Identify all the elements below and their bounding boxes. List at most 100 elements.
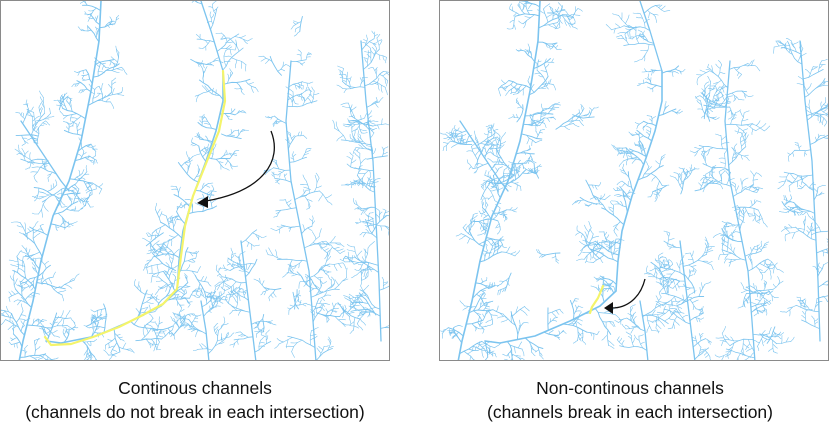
tributary-stream	[658, 108, 677, 117]
tributary-stream	[737, 357, 739, 360]
tributary-stream	[672, 243, 675, 248]
tributary-stream	[41, 276, 54, 284]
tributary-stream	[217, 266, 221, 273]
tributary-stream	[704, 156, 706, 162]
tributary-stream	[72, 121, 75, 127]
tributary-stream	[376, 124, 380, 130]
tributary-stream	[798, 176, 803, 178]
tributary-stream	[217, 274, 221, 277]
tributary-stream	[357, 310, 362, 318]
tributary-stream	[311, 305, 316, 307]
tributary-stream	[158, 248, 167, 253]
tributary-stream	[703, 94, 711, 120]
tributary-stream	[116, 48, 119, 58]
tributary-stream	[504, 81, 514, 90]
tributary-stream	[494, 200, 502, 204]
tributary-stream	[113, 327, 121, 353]
tributary-stream	[494, 167, 498, 172]
tributary-stream	[808, 181, 815, 189]
tributary-stream	[475, 167, 479, 174]
tributary-stream	[637, 145, 641, 148]
tributary-stream	[1, 319, 6, 326]
tributary-stream	[622, 163, 625, 169]
tributary-stream	[699, 332, 704, 337]
tributary-stream	[613, 221, 621, 232]
tributary-stream	[740, 112, 745, 126]
tributary-stream	[620, 200, 624, 207]
tributary-stream	[365, 145, 373, 147]
main-stream	[360, 40, 382, 342]
tributary-stream	[263, 287, 268, 291]
tributary-stream	[728, 178, 735, 182]
tributary-stream	[144, 293, 152, 296]
tributary-stream	[636, 16, 643, 19]
tributary-stream	[20, 112, 23, 116]
tributary-stream	[155, 322, 159, 328]
tributary-stream	[714, 117, 720, 120]
tributary-stream	[494, 343, 501, 349]
tributary-stream	[351, 128, 358, 133]
tributary-stream	[68, 196, 72, 199]
tributary-stream	[504, 358, 509, 360]
tributary-stream	[195, 251, 197, 259]
tributary-stream	[38, 106, 42, 118]
tributary-stream	[138, 285, 142, 293]
tributary-stream	[705, 178, 714, 183]
tributary-stream	[64, 330, 68, 333]
tributary-stream	[658, 4, 663, 8]
tributary-stream	[719, 86, 729, 88]
tributary-stream	[736, 210, 740, 217]
tributary-stream	[106, 92, 122, 97]
tributary-stream	[502, 211, 507, 219]
tributary-stream	[306, 199, 313, 202]
tributary-stream	[302, 94, 312, 107]
tributary-stream	[655, 296, 662, 309]
tributary-stream	[223, 167, 230, 171]
tributary-stream	[21, 303, 24, 312]
tributary-stream	[466, 238, 471, 244]
tributary-stream	[386, 80, 388, 87]
tributary-stream	[738, 153, 748, 158]
tributary-stream	[761, 292, 763, 297]
tributary-stream	[213, 322, 219, 328]
tributary-stream	[668, 238, 675, 241]
tributary-stream	[288, 95, 294, 102]
tributary-stream	[552, 116, 556, 120]
tributary-stream	[34, 338, 41, 341]
tributary-stream	[260, 58, 267, 62]
tributary-stream	[555, 22, 560, 29]
tributary-stream	[459, 235, 467, 240]
tributary-stream	[81, 29, 92, 32]
tributary-stream	[362, 232, 373, 235]
tributary-stream	[487, 300, 494, 304]
tributary-stream	[104, 20, 112, 28]
tributary-stream	[468, 134, 473, 137]
tributary-stream	[705, 177, 711, 182]
tributary-stream	[288, 202, 292, 207]
tributary-stream	[362, 221, 377, 225]
tributary-stream	[527, 75, 530, 82]
tributary-stream	[190, 313, 195, 316]
tributary-stream	[474, 163, 477, 168]
tributary-stream	[715, 63, 721, 69]
tributary-stream	[720, 161, 726, 164]
tributary-stream	[207, 21, 212, 24]
tributary-stream	[699, 350, 705, 354]
tributary-stream	[471, 323, 480, 330]
tributary-stream	[134, 284, 146, 295]
tributary-stream	[151, 341, 155, 347]
tributary-stream	[732, 224, 736, 226]
tributary-stream	[724, 98, 730, 108]
tributary-stream	[233, 286, 240, 292]
tributary-stream	[22, 112, 25, 118]
tributary-stream	[466, 349, 475, 355]
tributary-stream	[32, 122, 38, 127]
tributary-stream	[223, 316, 226, 323]
tributary-stream	[189, 327, 199, 331]
tributary-stream	[613, 230, 618, 237]
tributary-stream	[9, 337, 14, 340]
tributary-stream	[349, 329, 354, 334]
tributary-stream	[817, 184, 824, 188]
tributary-stream	[762, 296, 768, 301]
tributary-stream	[192, 144, 197, 147]
